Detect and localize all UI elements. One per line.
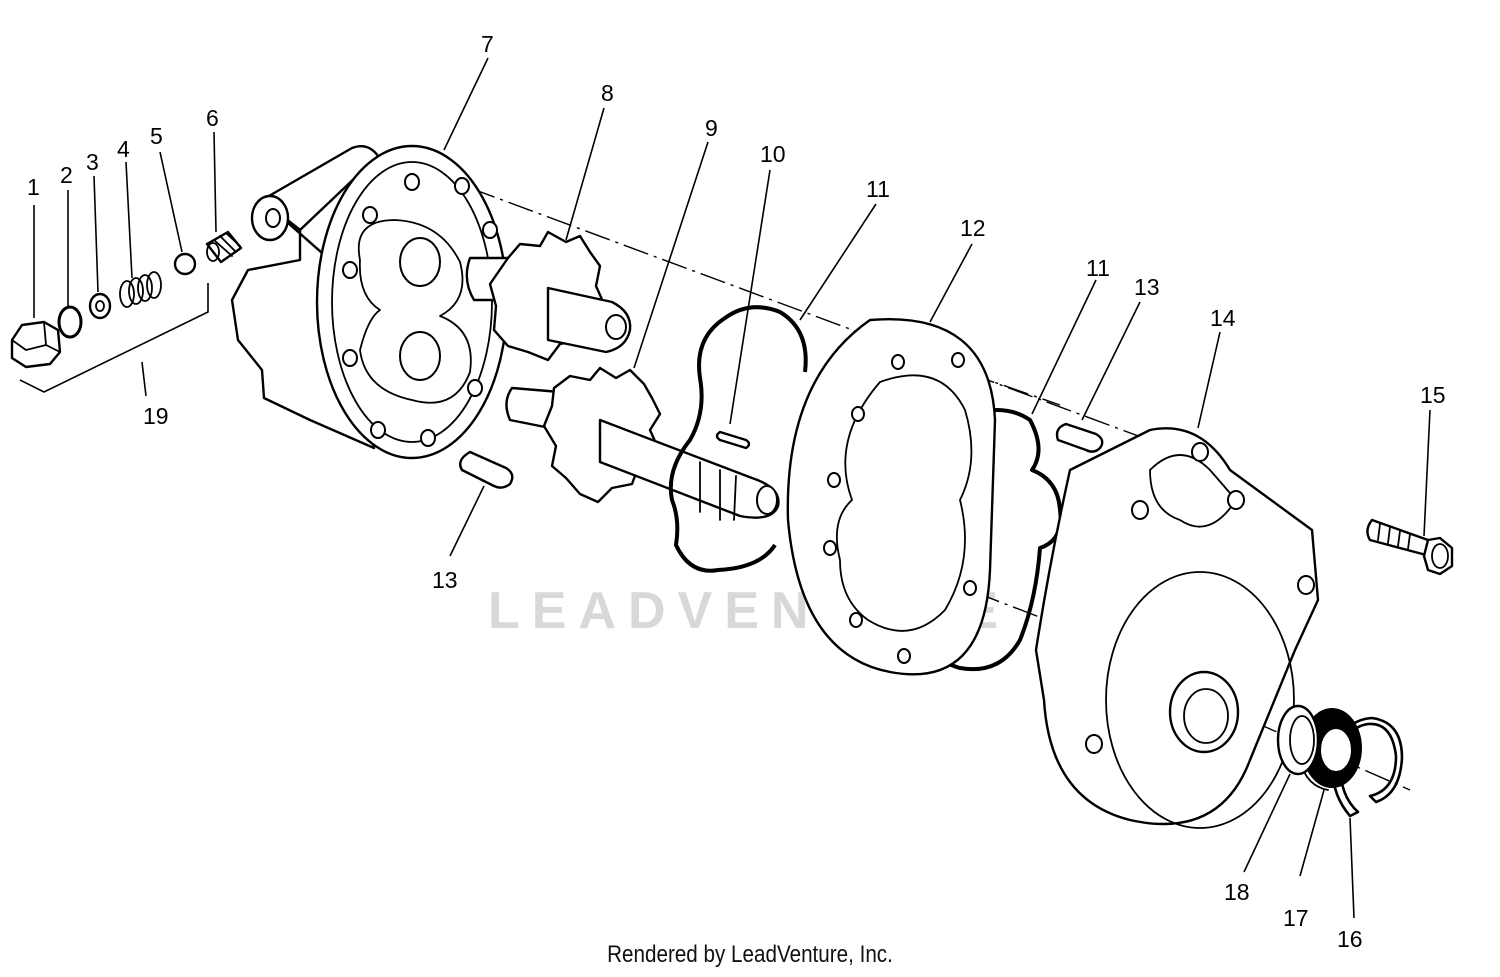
callout-18: 18 xyxy=(1224,879,1250,905)
callout-8: 8 xyxy=(601,80,614,106)
callout-labels: 1 2 3 4 5 6 7 8 9 10 11 12 11 13 14 15 1… xyxy=(27,31,1446,952)
part-10-key xyxy=(715,430,751,450)
callout-19: 19 xyxy=(143,403,169,429)
part-2-o-ring xyxy=(57,305,83,339)
callout-6: 6 xyxy=(206,105,219,131)
callout-15: 15 xyxy=(1420,382,1446,408)
part-15-bolt xyxy=(1366,518,1454,576)
part-6-fitting xyxy=(205,230,243,264)
callout-11-front: 11 xyxy=(866,176,890,202)
kit-19-bracket xyxy=(19,283,209,393)
callout-11-rear: 11 xyxy=(1086,255,1110,281)
callout-12: 12 xyxy=(960,215,986,241)
part-9-idler-gear xyxy=(505,366,780,521)
part-13-dowel-pin-rear xyxy=(1055,422,1104,453)
callout-9: 9 xyxy=(705,115,718,141)
part-1-plug xyxy=(10,320,62,369)
callout-4: 4 xyxy=(117,136,130,162)
part-7-pump-body xyxy=(230,144,509,460)
callout-1: 1 xyxy=(27,174,40,200)
part-11-gasket-front xyxy=(668,305,808,573)
callout-7: 7 xyxy=(481,31,494,57)
callout-5: 5 xyxy=(150,123,163,149)
part-8-drive-gear xyxy=(465,230,632,362)
callout-leader-lines xyxy=(33,57,1431,919)
part-16-retaining-ring xyxy=(1331,716,1404,818)
callout-13-front: 13 xyxy=(432,567,458,593)
callout-16: 16 xyxy=(1337,926,1363,952)
callout-13-rear: 13 xyxy=(1134,274,1160,300)
part-5-ball xyxy=(173,252,197,276)
part-4-spring xyxy=(119,271,162,308)
callout-2: 2 xyxy=(60,162,73,188)
callout-3: 3 xyxy=(86,149,99,175)
part-3-washer xyxy=(88,292,112,320)
part-13-dowel-pin-front xyxy=(459,450,514,489)
part-14-end-cover xyxy=(1034,427,1320,829)
part-12-gear-housing xyxy=(786,318,997,676)
part-18-washer xyxy=(1276,704,1320,776)
callout-17: 17 xyxy=(1283,905,1309,931)
callout-10: 10 xyxy=(760,141,786,167)
callout-14: 14 xyxy=(1210,305,1236,331)
render-credit: Rendered by LeadVenture, Inc. xyxy=(607,941,893,968)
